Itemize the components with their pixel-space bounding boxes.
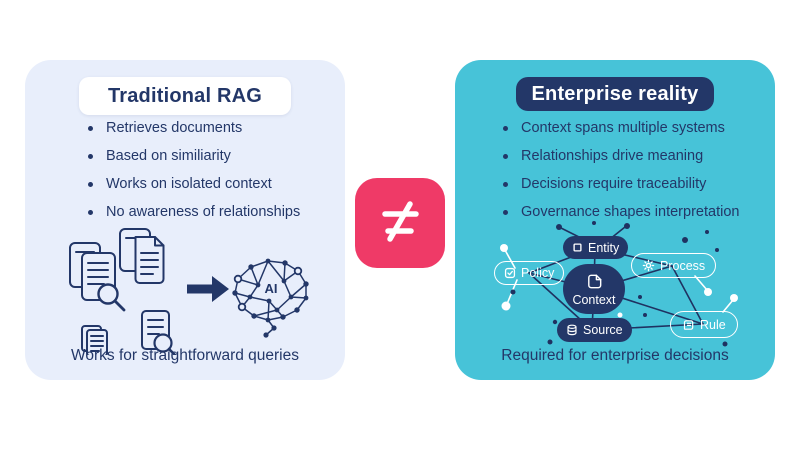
enterprise-reality-card: Enterprise reality Context spans multipl… <box>455 60 775 380</box>
bullet-text: Relationships drive meaning <box>521 148 704 164</box>
bullet-item: Decisions require traceability <box>455 170 767 198</box>
bullet-text: Governance shapes interpretation <box>521 204 740 220</box>
bullet-text: Based on similiarity <box>106 148 231 164</box>
bullet-dot <box>88 181 93 187</box>
left-card-bullet-list: Retrieves documents Based on similiarity… <box>25 114 337 226</box>
left-card-title-box: Traditional RAG <box>79 77 291 115</box>
node-label: Process <box>660 258 706 273</box>
bullet-dot <box>88 153 93 159</box>
bullet-text: Retrieves documents <box>106 120 243 136</box>
node-label: Policy <box>521 266 555 280</box>
document-magnifier-icon <box>141 310 179 359</box>
document-stack-icon <box>119 228 165 284</box>
document-icon <box>587 274 601 288</box>
square-icon <box>573 243 582 252</box>
magnifier-icon <box>97 283 126 312</box>
left-card-title: Traditional RAG <box>107 84 263 107</box>
right-card-caption: Required for enterprise decisions <box>501 347 729 364</box>
bullet-dot <box>88 209 93 215</box>
notepad-icon <box>81 325 108 357</box>
documents-to-ai-illustration-svg: AI <box>69 228 309 359</box>
node-label: Source <box>583 323 623 337</box>
arrow-right-icon <box>187 276 229 302</box>
bullet-item: Works on isolated context <box>25 170 337 198</box>
bullet-item: No awareness of relationships <box>25 198 337 226</box>
bullet-item: Based on similiarity <box>25 142 337 170</box>
bullet-dot <box>88 125 93 131</box>
node-label: Rule <box>700 317 726 332</box>
graph-node-policy: Policy <box>494 261 565 285</box>
graph-node-context: Context <box>563 264 625 314</box>
right-card-title: Enterprise reality <box>531 82 699 105</box>
bullet-dot <box>503 209 508 215</box>
not-equal-icon <box>382 201 419 242</box>
left-card-caption: Works for straightforward queries <box>71 347 299 364</box>
gear-icon <box>642 259 655 272</box>
knowledge-graph-illustration: Entity Policy Context <box>455 220 775 352</box>
bullet-text: Context spans multiple systems <box>521 120 725 136</box>
graph-node-process: Process <box>631 253 717 278</box>
graph-node-entity: Entity <box>563 236 629 259</box>
traditional-rag-card: Traditional RAG Retrieves documents Base… <box>25 60 345 380</box>
ai-label: AI <box>265 281 278 296</box>
bullet-item: Retrieves documents <box>25 114 337 142</box>
check-document-icon <box>504 267 516 279</box>
bullet-dot <box>503 125 508 131</box>
bullet-dot <box>503 181 508 187</box>
bullet-item: Relationships drive meaning <box>455 142 767 170</box>
graph-node-rule: Rule <box>670 311 738 338</box>
bullet-dot <box>503 153 508 159</box>
node-label: Entity <box>588 240 620 255</box>
right-card-bullet-list: Context spans multiple systems Relations… <box>455 114 767 226</box>
right-card-title-box: Enterprise reality <box>516 77 714 111</box>
database-icon <box>567 324 577 336</box>
ai-brain-network-icon: AI <box>232 258 309 338</box>
not-equal-badge <box>355 178 445 268</box>
bullet-text: No awareness of relationships <box>106 204 301 220</box>
documents-to-ai-illustration: AI <box>25 225 345 359</box>
document-stack-icon <box>69 242 126 312</box>
bullet-item: Context spans multiple systems <box>455 114 767 142</box>
bullet-item: Governance shapes interpretation <box>455 198 767 226</box>
scroll-icon <box>683 319 694 330</box>
node-label: Context <box>572 292 616 307</box>
graph-node-source: Source <box>557 318 632 342</box>
bullet-text: Decisions require traceability <box>521 176 707 192</box>
bullet-text: Works on isolated context <box>106 176 272 192</box>
